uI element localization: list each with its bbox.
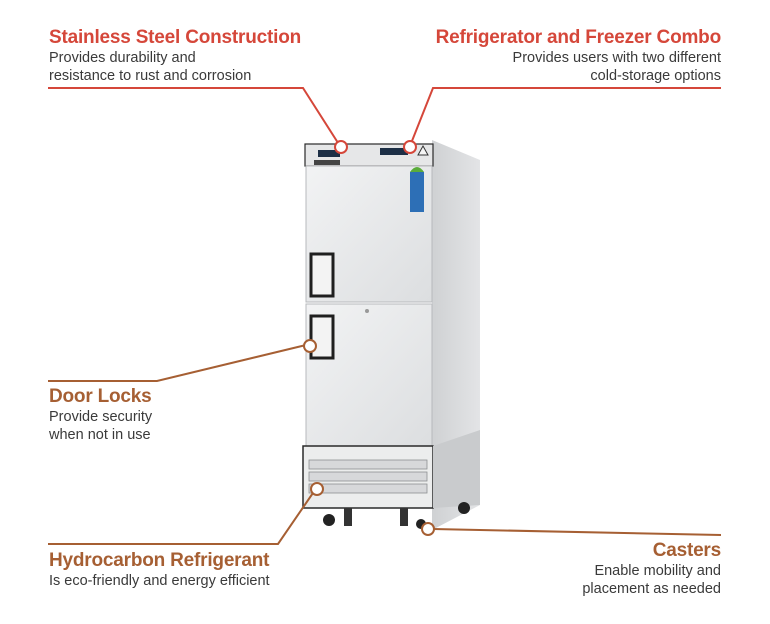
callout-casters: Casters Enable mobility and placement as…	[582, 540, 721, 598]
lower-door-handle	[309, 314, 335, 360]
energy-label	[410, 167, 424, 212]
callout-desc-line2: placement as needed	[582, 581, 721, 597]
callout-desc-line2: when not in use	[49, 427, 151, 443]
callout-title: Hydrocarbon Refrigerant	[49, 550, 270, 571]
callout-hydrocarbon-refrigerant: Hydrocarbon Refrigerant Is eco-friendly …	[49, 550, 270, 590]
callout-door-locks: Door Locks Provide security when not in …	[49, 386, 152, 444]
callout-line-combo	[403, 87, 721, 154]
callout-title: Door Locks	[49, 386, 152, 407]
callout-line-locks	[48, 339, 317, 382]
upper-door-handle	[309, 252, 335, 298]
callout-desc-line1: Provides users with two different	[512, 50, 721, 66]
callout-desc-line1: Provides durability and	[49, 50, 196, 66]
casters	[323, 502, 470, 529]
lock-icon	[365, 309, 369, 313]
callout-desc-line2: cold-storage options	[590, 68, 721, 84]
callout-desc-line1: Enable mobility and	[594, 563, 721, 579]
fridge-side-panel	[432, 140, 480, 530]
callout-desc-line1: Provide security	[49, 409, 153, 425]
callout-title: Refrigerator and Freezer Combo	[435, 27, 722, 48]
callout-line-hydrocarbon	[48, 482, 324, 545]
callout-stainless-steel: Stainless Steel Construction Provides du…	[49, 27, 301, 85]
callout-fridge-freezer-combo: Refrigerator and Freezer Combo Provides …	[435, 27, 722, 85]
lower-door	[305, 303, 433, 447]
callout-line-casters	[421, 522, 722, 536]
callout-desc-line2: resistance to rust and corrosion	[49, 68, 252, 84]
upper-door	[305, 165, 433, 303]
callout-title: Stainless Steel Construction	[49, 27, 302, 48]
callout-line-stainless	[48, 87, 348, 154]
callout-desc-line1: Is eco-friendly and energy efficient	[49, 573, 270, 589]
compressor-grill	[302, 430, 480, 509]
callout-title: Casters	[652, 540, 722, 561]
